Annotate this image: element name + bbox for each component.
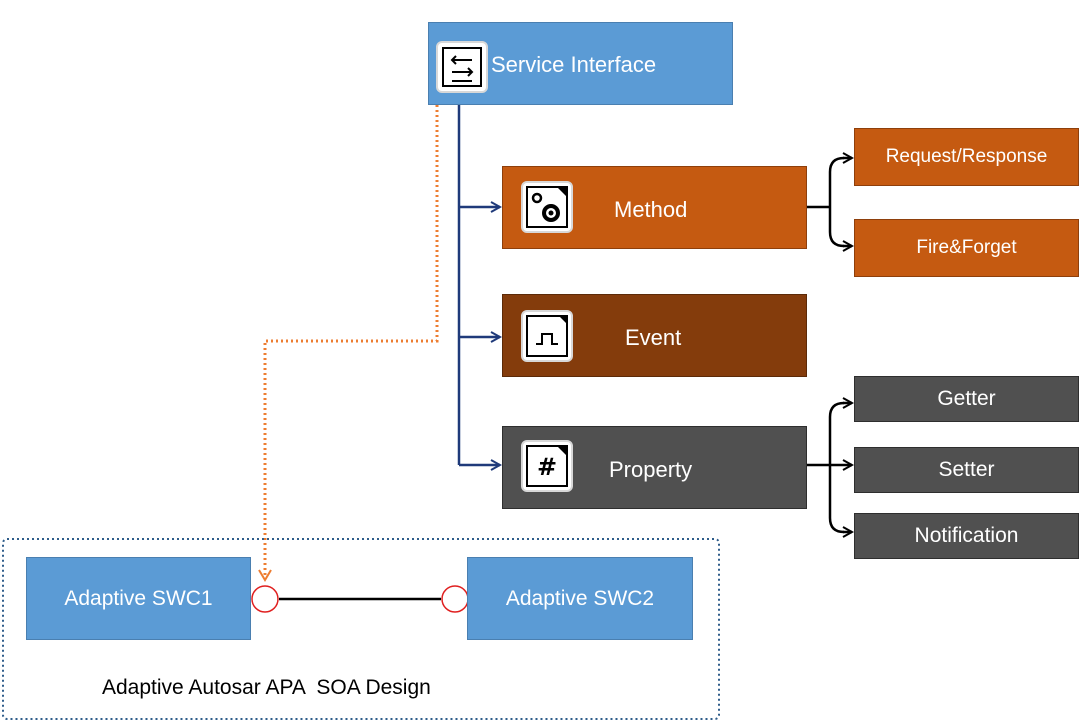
- method-label: Method: [614, 197, 688, 222]
- method-type-fire-forget[interactable]: Fire&Forget: [854, 219, 1079, 277]
- setter-label: Setter: [938, 458, 995, 481]
- svg-text:#: #: [537, 453, 557, 481]
- property-label: Property: [609, 457, 693, 482]
- service-interface-icon: [436, 41, 488, 93]
- event-box[interactable]: Event: [502, 294, 807, 377]
- method-box[interactable]: Method: [502, 166, 807, 249]
- adaptive-swc1-label: Adaptive SWC1: [64, 586, 213, 610]
- fire-forget-label: Fire&Forget: [916, 237, 1017, 258]
- notification-label: Notification: [914, 524, 1019, 547]
- event-pulse-icon: [521, 310, 573, 362]
- property-type-notification[interactable]: Notification: [854, 513, 1079, 559]
- adaptive-swc2-label: Adaptive SWC2: [505, 586, 655, 610]
- dependency-arrowhead: [258, 569, 272, 582]
- method-gear-icon: [521, 181, 573, 233]
- property-type-setter[interactable]: Setter: [854, 447, 1079, 493]
- swc2-port: [441, 585, 469, 613]
- request-response-label: Request/Response: [885, 146, 1048, 167]
- property-box[interactable]: # Property: [502, 426, 807, 509]
- service-interface-label: Service Interface: [491, 52, 657, 77]
- property-type-getter[interactable]: Getter: [854, 376, 1079, 422]
- method-branch: [828, 156, 845, 248]
- dependency-dotted-line: [263, 105, 439, 578]
- event-label: Event: [625, 325, 682, 350]
- getter-label: Getter: [937, 387, 996, 410]
- property-hash-icon: #: [521, 440, 573, 492]
- design-boundary: [2, 538, 720, 720]
- property-branch: [828, 401, 845, 534]
- adaptive-swc1-box[interactable]: Adaptive SWC1: [26, 557, 251, 640]
- service-interface-box[interactable]: Service Interface: [428, 22, 733, 105]
- method-type-request-response[interactable]: Request/Response: [854, 128, 1079, 186]
- swc1-port: [251, 585, 279, 613]
- adaptive-swc2-box[interactable]: Adaptive SWC2: [467, 557, 693, 640]
- diagram-caption: Adaptive Autosar APA SOA Design: [102, 676, 431, 699]
